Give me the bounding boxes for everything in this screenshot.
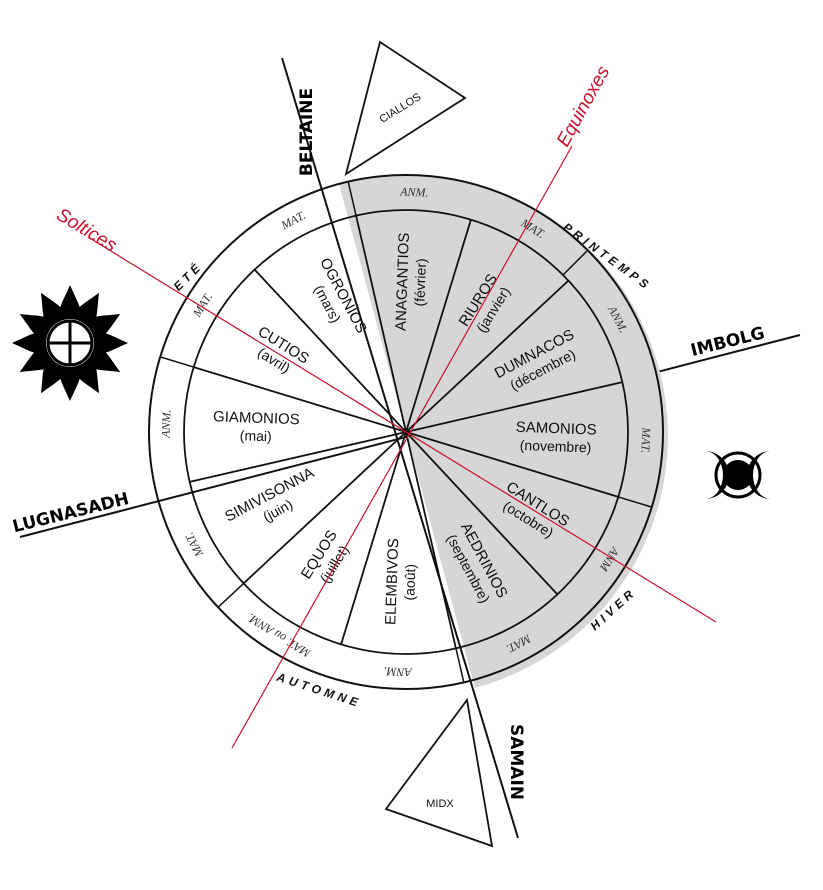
ring-label: MAT. (278, 208, 308, 233)
triangle-bottom-label: MIDX (426, 798, 454, 810)
sun-icon (12, 285, 128, 401)
triple-moon-icon (705, 451, 771, 499)
month-sector: GIAMONIOS(mai) (213, 408, 300, 444)
sector-divider (405, 219, 472, 433)
ring-label: MAT. (638, 426, 653, 453)
triangle-bottom (384, 697, 494, 848)
sector-divider (193, 366, 407, 433)
sector-divider (242, 431, 407, 585)
ring-label: ANM. (399, 185, 429, 200)
festival-beltaine: BELTAINE (297, 88, 317, 176)
month-name: GIAMONIOS (213, 408, 300, 428)
month-sector: SAMONIOS(novembre) (515, 419, 596, 456)
ring-label: MAT. (189, 290, 215, 320)
sector-divider (189, 431, 407, 483)
month-sector: SIMIVISONNA(juin) (222, 464, 317, 525)
solstices-label: Soltices (52, 204, 120, 257)
beltaine-samain-axis (281, 57, 519, 839)
ring-divider (562, 249, 589, 276)
equinoxes-axis (231, 145, 573, 749)
ring-label: ANM. (159, 409, 174, 439)
ring-divider (217, 582, 245, 608)
sector-divider (405, 431, 559, 596)
dark-half-shading (339, 175, 668, 688)
sector-divider (405, 381, 623, 433)
festival-imbolg: IMBOLG (689, 323, 767, 361)
ring-divider (347, 181, 357, 216)
solstices-axis (87, 236, 717, 623)
month-name: SAMONIOS (515, 419, 596, 439)
ring-divider (160, 356, 194, 368)
month-subtitle: (novembre) (520, 437, 592, 455)
sector-divider (253, 268, 407, 433)
month-subtitle: (mai) (240, 427, 272, 444)
month-subtitle: (août) (401, 564, 418, 601)
festival-samain: SAMAIN (506, 724, 526, 800)
month-subtitle: (février) (411, 258, 429, 307)
month-name: ELEMBIVOS (382, 538, 402, 625)
month-sector: ELEMBIVOS(août) (382, 538, 418, 625)
month-sector: ANAGANTIOS(février) (392, 232, 429, 331)
inner-ring (183, 209, 629, 655)
outer-ring (148, 174, 664, 690)
ring-divider (618, 496, 652, 508)
ring-label: ANM. (383, 664, 413, 679)
month-sector: CUTIOS(avril) (255, 323, 312, 376)
sector-divider (405, 431, 457, 649)
sector-divider (340, 431, 407, 645)
month-name: ANAGANTIOS (392, 232, 412, 331)
sector-divider (405, 431, 619, 498)
ring-label: MAT. (182, 530, 207, 560)
season-summer: ETÉ (170, 258, 206, 294)
season-autumn: AUTOMNE (274, 670, 363, 711)
sector-divider (355, 215, 407, 433)
equinoxes-label: Equinoxes (553, 62, 615, 150)
ring-label: MAT. ou ANM. (245, 611, 314, 661)
sector-divider (405, 279, 570, 433)
ring-divider (455, 648, 465, 683)
triangle-top (344, 40, 467, 176)
